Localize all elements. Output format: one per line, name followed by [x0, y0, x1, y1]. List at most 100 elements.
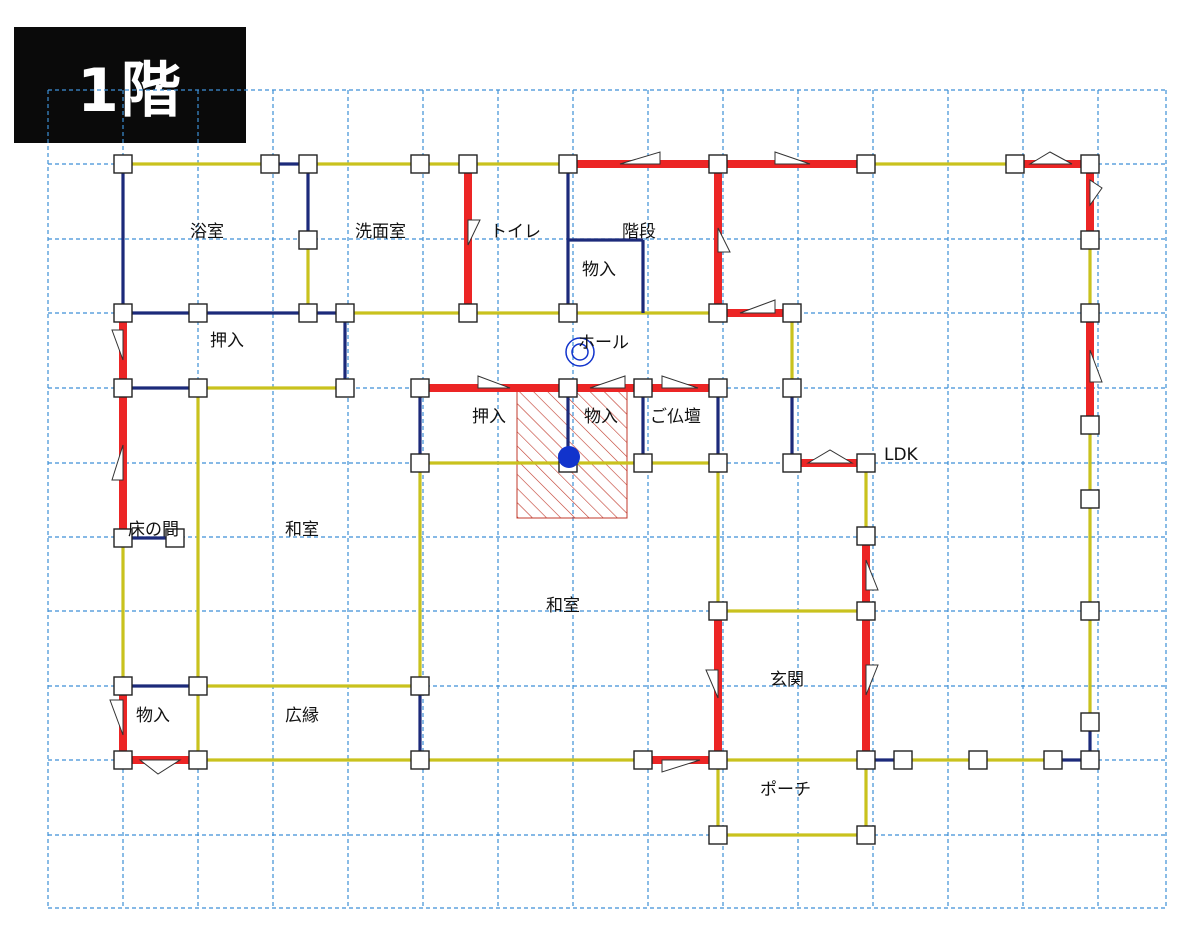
- brace-triangle-icon: [717, 227, 731, 253]
- brace-triangle-icon: [774, 151, 811, 165]
- column-node: [410, 676, 430, 696]
- brace-triangle-icon: [589, 375, 626, 389]
- column-node: [188, 303, 208, 323]
- room-label-toilet: トイレ: [490, 222, 541, 242]
- brace-triangle-icon: [1028, 151, 1073, 165]
- column-node: [335, 378, 355, 398]
- column-node: [1005, 154, 1025, 174]
- column-node: [1080, 601, 1100, 621]
- column-node: [113, 750, 133, 770]
- room-label-storage-a: 物入: [582, 260, 616, 280]
- room-label-veranda: 広縁: [285, 706, 319, 726]
- column-node: [708, 453, 728, 473]
- centroid-icon: [558, 446, 580, 468]
- brace-triangle-icon: [865, 559, 879, 591]
- brace-triangle-icon: [109, 699, 124, 736]
- column-node: [782, 453, 802, 473]
- brace-triangle-icon: [138, 759, 182, 775]
- column-node: [893, 750, 913, 770]
- column-node: [113, 528, 133, 548]
- column-node: [1080, 489, 1100, 509]
- column-node: [1080, 750, 1100, 770]
- column-node: [458, 154, 478, 174]
- room-label-alcove: 床の間: [128, 520, 179, 540]
- room-label-porch: ポーチ: [760, 780, 811, 800]
- column-node: [113, 303, 133, 323]
- room-label-washitsu-a: 和室: [285, 520, 319, 540]
- column-node: [113, 676, 133, 696]
- column-node: [782, 303, 802, 323]
- column-node: [458, 303, 478, 323]
- column-node: [113, 154, 133, 174]
- brace-triangle-icon: [661, 375, 699, 389]
- room-label-storage-c: 物入: [136, 706, 170, 726]
- column-node: [558, 154, 578, 174]
- brace-triangle-icon: [865, 664, 879, 696]
- column-node: [633, 750, 653, 770]
- column-node: [708, 154, 728, 174]
- column-node: [856, 154, 876, 174]
- brace-triangle-icon: [467, 219, 481, 246]
- column-node: [782, 378, 802, 398]
- column-node: [165, 528, 185, 548]
- column-node: [633, 378, 653, 398]
- brace-triangle-icon: [1089, 349, 1103, 383]
- column-node: [633, 453, 653, 473]
- column-node: [708, 750, 728, 770]
- column-node: [335, 303, 355, 323]
- column-node: [1080, 303, 1100, 323]
- room-label-storage-b: 物入: [584, 407, 618, 427]
- room-label-entrance: 玄関: [770, 670, 804, 690]
- brace-markers: [109, 151, 1103, 775]
- room-label-altar: ご仏壇: [650, 407, 701, 427]
- brace-triangle-icon: [806, 449, 854, 464]
- column-node: [558, 303, 578, 323]
- column-node: [708, 825, 728, 845]
- brace-triangle-icon: [619, 151, 661, 165]
- column-node: [298, 230, 318, 250]
- column-node: [856, 750, 876, 770]
- room-label-bath: 浴室: [190, 222, 224, 242]
- column-node: [298, 303, 318, 323]
- column-node: [188, 676, 208, 696]
- column-node: [113, 378, 133, 398]
- brace-triangle-icon: [739, 299, 776, 314]
- column-node: [410, 154, 430, 174]
- column-node: [968, 750, 988, 770]
- column-node: [558, 378, 578, 398]
- brace-triangle-icon: [111, 444, 124, 481]
- brace-triangle-icon: [661, 759, 701, 773]
- column-node: [708, 303, 728, 323]
- column-node: [410, 750, 430, 770]
- room-label-washitsu-b: 和室: [546, 596, 580, 616]
- column-node: [188, 750, 208, 770]
- room-label-closet-b: 押入: [472, 407, 506, 427]
- room-label-ldk: LDK: [884, 445, 919, 465]
- column-node: [856, 601, 876, 621]
- column-node: [1080, 230, 1100, 250]
- column-node: [1080, 154, 1100, 174]
- column-node: [1080, 415, 1100, 435]
- column-node: [1080, 712, 1100, 732]
- column-node: [1043, 750, 1063, 770]
- column-node: [410, 453, 430, 473]
- column-node: [856, 825, 876, 845]
- column-node: [708, 378, 728, 398]
- room-label-hall: ホール: [578, 333, 629, 353]
- column-node: [856, 526, 876, 546]
- column-node: [260, 154, 280, 174]
- room-label-stairs: 階段: [622, 222, 656, 242]
- rigidity-center-icon: [565, 337, 595, 367]
- column-node: [298, 154, 318, 174]
- column-node: [856, 453, 876, 473]
- column-node: [708, 601, 728, 621]
- room-label-closet-a: 押入: [210, 331, 244, 351]
- room-label-washroom: 洗面室: [355, 222, 406, 242]
- brace-triangle-icon: [477, 375, 511, 389]
- column-node: [410, 378, 430, 398]
- brace-triangle-icon: [1089, 179, 1103, 207]
- brace-triangle-icon: [705, 669, 719, 699]
- column-nodes: [113, 154, 1100, 845]
- column-node: [188, 378, 208, 398]
